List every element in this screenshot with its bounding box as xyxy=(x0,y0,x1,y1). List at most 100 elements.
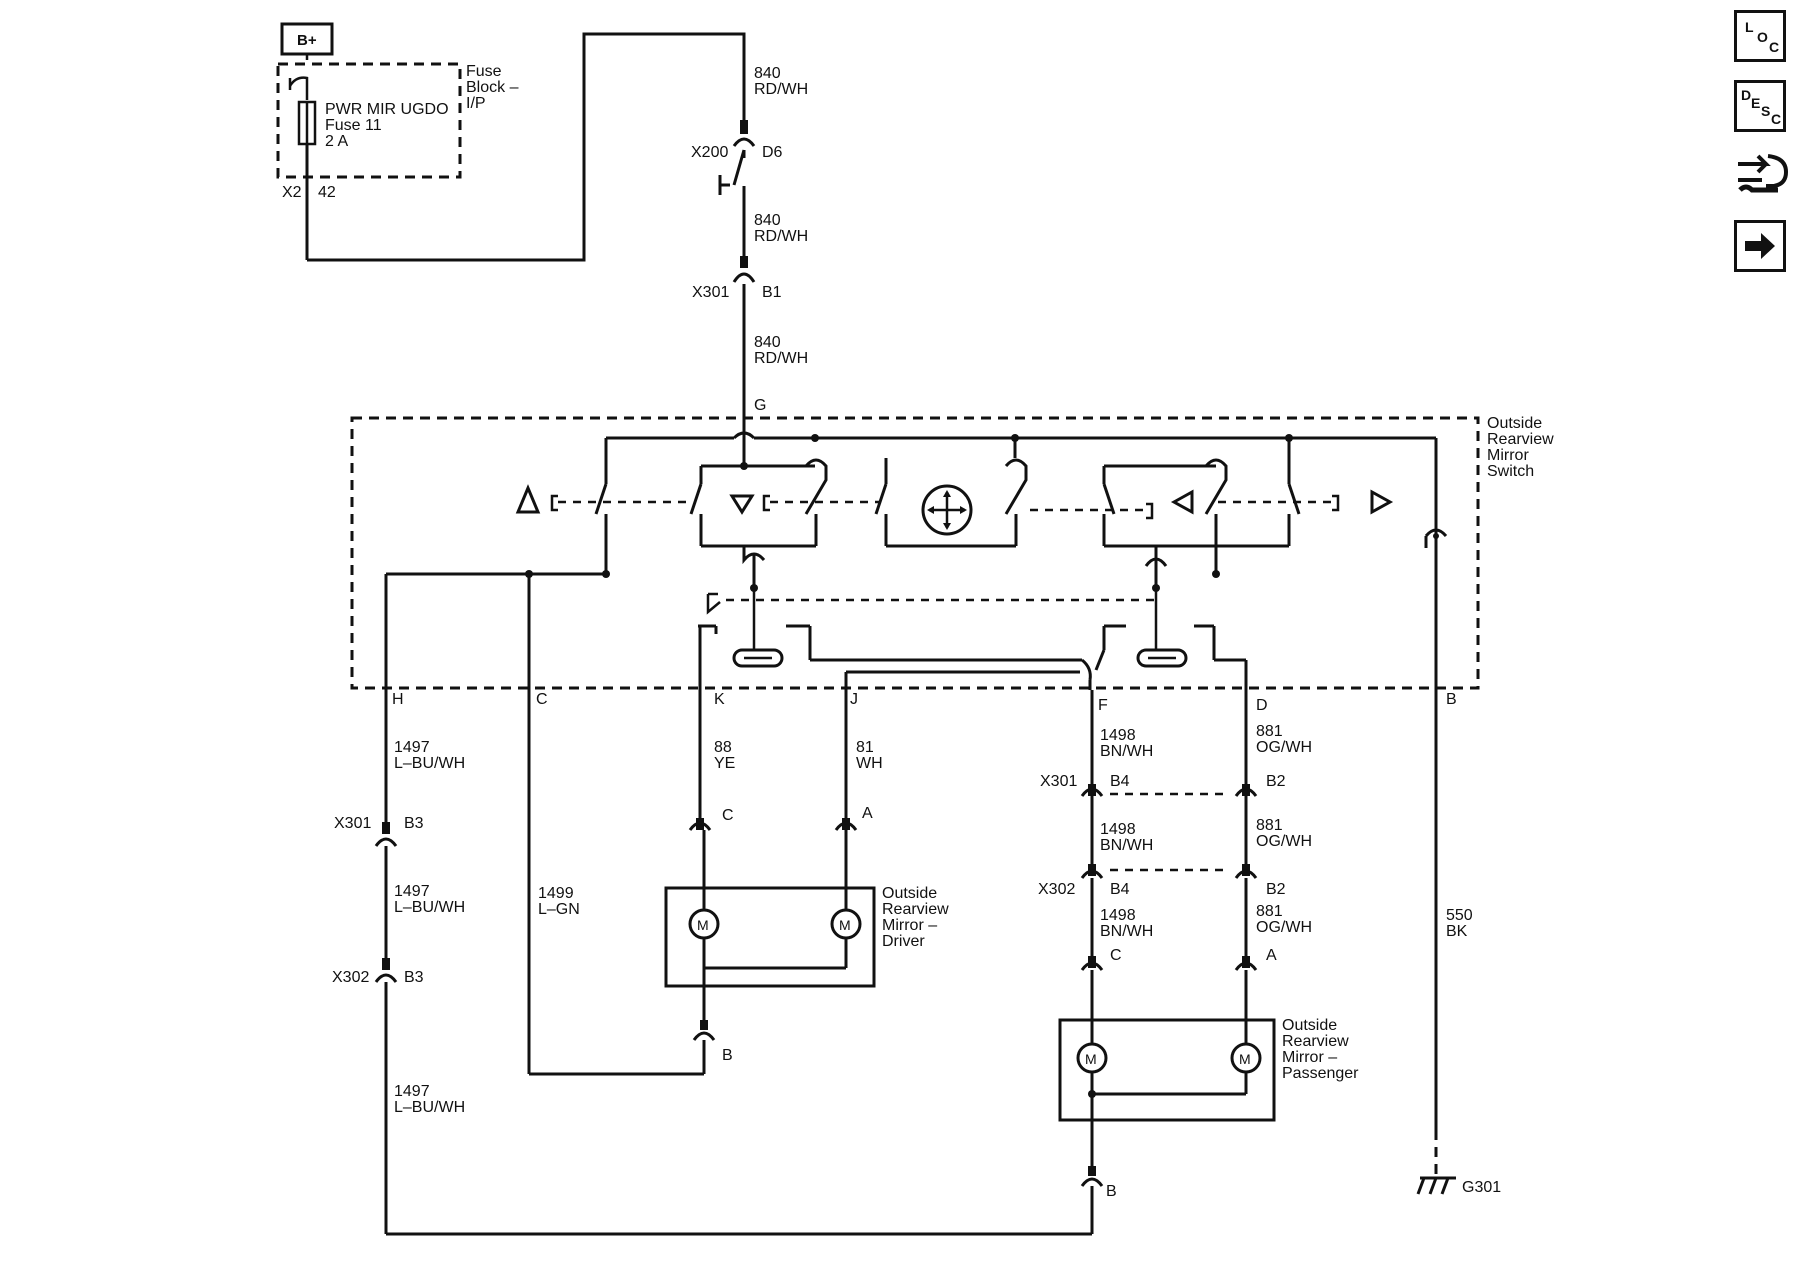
wire-1498-color-3: BN/WH xyxy=(1100,923,1153,940)
wire-88-color: YE xyxy=(714,755,735,772)
desc-letter-s: S xyxy=(1761,103,1771,119)
driver-motor-left-label: M xyxy=(697,917,709,933)
wire-840-number-1: 840 xyxy=(754,65,781,82)
fuse-number: Fuse 11 xyxy=(325,117,382,134)
passenger-mirror: M M B Outside Rearview Mirror – Passenge… xyxy=(1058,970,1359,1234)
connector-x302-f: X302 xyxy=(1038,881,1075,898)
switch-pin-g: G xyxy=(754,397,766,414)
wire-1499-number: 1499 xyxy=(538,885,574,902)
wire-81-color: WH xyxy=(856,755,883,772)
battery-power: B+ xyxy=(280,22,334,60)
desc-letter-c: C xyxy=(1771,111,1782,127)
switch-pin-f: F xyxy=(1098,697,1108,714)
loc-button[interactable]: L O C xyxy=(1734,10,1786,62)
passenger-motor-left xyxy=(1076,1042,1108,1074)
driver-motor-left xyxy=(688,908,720,940)
connector-x301-f: X301 xyxy=(1040,773,1077,790)
connector-tool-glyph xyxy=(1738,154,1789,193)
pin-d6: D6 xyxy=(762,144,783,161)
switch-pin-k: K xyxy=(714,691,725,708)
loc-letter-l: L xyxy=(1745,19,1754,35)
passenger-pin-c: C xyxy=(1110,947,1122,964)
wire-881-number-1: 881 xyxy=(1256,723,1283,740)
wire-881-color-3: OG/WH xyxy=(1256,919,1312,936)
wire-1498-number-1: 1498 xyxy=(1100,727,1136,744)
down-arrow-icon xyxy=(729,494,755,515)
switch-label-1: Outside xyxy=(1487,415,1542,432)
wire-1498-color-2: BN/WH xyxy=(1100,837,1153,854)
wire-1497-number-1: 1497 xyxy=(394,739,430,756)
wire-1498-number-3: 1498 xyxy=(1100,907,1136,924)
passenger-motor-right-label: M xyxy=(1239,1051,1251,1067)
wire-840-color-2: RD/WH xyxy=(754,228,808,245)
connector-x200: X200 xyxy=(691,144,728,161)
switch-pin-j: J xyxy=(850,691,858,708)
mirror-switch: Outside Rearview Mirror Switch xyxy=(350,415,1554,1130)
desc-letter-d: D xyxy=(1741,87,1752,103)
passenger-circuits: 1498 BN/WH X301 B4 1498 BN/WH X302 B4 14… xyxy=(1038,690,1312,971)
fuse-rating: 2 A xyxy=(325,133,348,150)
passenger-pin-b: B xyxy=(1106,1183,1117,1200)
passenger-motor-left-label: M xyxy=(1085,1051,1097,1067)
wire-840-number-2: 840 xyxy=(754,212,781,229)
loc-letter-o: O xyxy=(1757,29,1768,45)
switch-label-4: Switch xyxy=(1487,463,1534,480)
wire-881-number-3: 881 xyxy=(1256,903,1283,920)
driver-mirror-label-4: Driver xyxy=(882,933,925,950)
switch-pin-b: B xyxy=(1446,691,1457,708)
wire-840-color-3: RD/WH xyxy=(754,350,808,367)
connector-tool-icon[interactable] xyxy=(1734,150,1789,202)
wire-1497-number-3: 1497 xyxy=(394,1083,430,1100)
driver-mirror-label-2: Rearview xyxy=(882,901,949,918)
desc-button[interactable]: D E S C xyxy=(1734,80,1786,132)
circuit-1499: 1499 L–GN xyxy=(527,574,704,1076)
wire-1497-color-2: L–BU/WH xyxy=(394,899,465,916)
wire-1497-color-3: L–BU/WH xyxy=(394,1099,465,1116)
fuse-name: PWR MIR UGDO xyxy=(325,101,449,118)
driver-pin-b: B xyxy=(722,1047,733,1064)
wire-840-color-1: RD/WH xyxy=(754,81,808,98)
passenger-mirror-label-4: Passenger xyxy=(1282,1065,1359,1082)
driver-pin-c: C xyxy=(722,807,734,824)
switch-pin-d: D xyxy=(1256,697,1268,714)
wire-881-color-2: OG/WH xyxy=(1256,833,1312,850)
ground-circuit: 550 BK G301 xyxy=(1416,907,1501,1196)
side-toolbar: L O C D E S C xyxy=(1734,10,1794,290)
passenger-mirror-label-3: Mirror – xyxy=(1282,1049,1337,1066)
pin-b3-x302: B3 xyxy=(404,969,424,986)
wire-88-number: 88 xyxy=(714,739,732,756)
wire-881-color-1: OG/WH xyxy=(1256,739,1312,756)
wire-81-number: 81 xyxy=(856,739,874,756)
driver-pin-a: A xyxy=(862,805,873,822)
fuse-block-label: Fuse xyxy=(466,63,502,80)
pin-b2-x301: B2 xyxy=(1266,773,1286,790)
next-arrow-glyph xyxy=(1745,233,1775,259)
passenger-mirror-label-2: Rearview xyxy=(1282,1033,1349,1050)
desc-letter-e: E xyxy=(1751,95,1761,111)
wire-881-number-2: 881 xyxy=(1256,817,1283,834)
fuse-connector: X2 xyxy=(282,184,302,201)
connector-x301-feed: X301 xyxy=(692,284,729,301)
ground-g301: G301 xyxy=(1462,1179,1501,1196)
battery-label: B+ xyxy=(297,32,317,49)
next-arrow-icon[interactable] xyxy=(1734,220,1786,272)
driver-mirror-housing xyxy=(664,886,876,988)
pin-b3-x301: B3 xyxy=(404,815,424,832)
left-arrow-icon xyxy=(1170,489,1194,515)
driver-mirror-label-3: Mirror – xyxy=(882,917,937,934)
switch-pin-h: H xyxy=(392,691,404,708)
pin-b4-x301: B4 xyxy=(1110,773,1130,790)
right-arrow-icon xyxy=(1370,489,1394,515)
wire-1498-number-2: 1498 xyxy=(1100,821,1136,838)
wire-1497-color-1: L–BU/WH xyxy=(394,755,465,772)
circuit-1497: 1497 L–BU/WH X301 B3 1497 L–BU/WH X302 B… xyxy=(332,574,1092,1236)
switch-label-2: Rearview xyxy=(1487,431,1554,448)
passenger-mirror-label-1: Outside xyxy=(1282,1017,1337,1034)
switch-pin-c: C xyxy=(536,691,548,708)
fuse-block-label-3: I/P xyxy=(466,95,486,112)
wire-550-number: 550 xyxy=(1446,907,1473,924)
pin-b2-x302: B2 xyxy=(1266,881,1286,898)
pin-b4-x302: B4 xyxy=(1110,881,1130,898)
driver-mirror: M M 88 YE C 81 WH A B Outside Rearview M… xyxy=(664,690,949,1074)
